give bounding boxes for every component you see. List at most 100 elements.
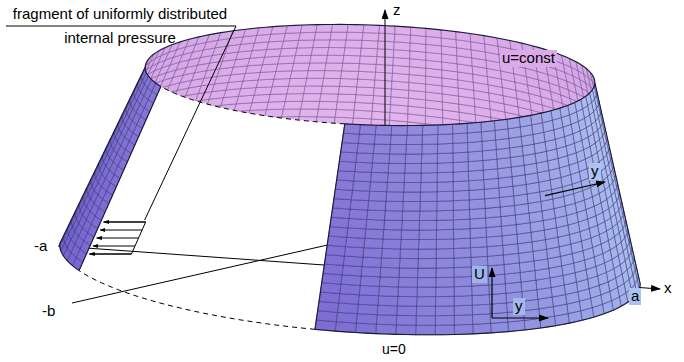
mesh-cell: [390, 135, 407, 145]
mesh-cell: [338, 86, 356, 94]
mesh-cell: [364, 238, 383, 248]
mesh-cell: [265, 186, 286, 194]
mesh-cell: [211, 179, 231, 188]
axes: [58, 10, 660, 303]
mesh-cell: [420, 201, 437, 211]
mesh-cell: [253, 155, 273, 163]
mesh-cell: [331, 208, 350, 219]
mesh-cell: [472, 304, 490, 315]
mesh-cell: [416, 325, 436, 335]
mesh-cell: [250, 102, 268, 110]
mesh-cell: [372, 111, 391, 120]
mesh-cell: [350, 200, 369, 210]
mesh-cell: [278, 124, 297, 132]
mesh-cell: [363, 25, 380, 33]
axis-label: z: [393, 2, 401, 19]
mesh-cell: [206, 142, 225, 151]
mesh-cell: [351, 190, 369, 200]
axis-label: U: [472, 266, 487, 283]
mesh-cell: [341, 275, 361, 286]
mesh-cell: [249, 170, 269, 178]
mesh-cell: [237, 148, 257, 156]
mesh-cell: [398, 277, 417, 287]
mesh-cell: [306, 178, 327, 186]
mesh-cell: [355, 323, 376, 334]
mesh-cell: [233, 163, 253, 171]
mesh-cell: [417, 287, 436, 297]
mesh-cell: [267, 101, 286, 109]
mesh-cell: [368, 201, 386, 211]
mesh-cell: [469, 199, 485, 210]
mesh-cell: [325, 63, 343, 71]
mesh-cell: [495, 129, 509, 140]
mesh-cell: [391, 126, 407, 136]
mesh-cell: [454, 296, 472, 306]
mesh-cell: [485, 207, 501, 218]
mesh-cell: [317, 109, 336, 117]
mesh-cell: [275, 140, 295, 148]
mesh-cell: [436, 248, 454, 258]
mesh-cell: [183, 166, 202, 175]
mesh-cell: [263, 56, 280, 64]
mesh-cell: [362, 33, 379, 41]
mesh-cell: [168, 168, 186, 178]
edge-line: [595, 83, 640, 284]
mesh-cell: [295, 132, 315, 140]
mesh-cell: [421, 154, 437, 164]
mesh-cell: [257, 140, 277, 148]
mesh-cell: [236, 95, 254, 104]
mesh-cell: [354, 102, 373, 111]
mesh-cell: [436, 296, 455, 306]
mesh-cell: [284, 186, 305, 194]
mesh-cell: [483, 159, 498, 170]
mesh-cell: [187, 114, 204, 123]
mesh-cell: [314, 32, 331, 40]
mesh-cell: [265, 49, 282, 57]
mesh-cell: [468, 161, 483, 172]
mesh-cell: [326, 55, 344, 63]
mesh-cell: [496, 138, 510, 149]
mesh-cell: [313, 40, 330, 48]
mesh-cell: [252, 94, 270, 102]
mesh-cell: [315, 124, 335, 132]
mesh-cell: [468, 151, 483, 162]
mesh-cell: [324, 255, 344, 266]
mesh-cell: [225, 133, 244, 142]
mesh-cell: [420, 192, 437, 202]
mesh-cell: [157, 106, 171, 116]
mesh-cell: [422, 144, 438, 154]
mesh-cell: [286, 178, 307, 186]
mesh-cell: [131, 167, 146, 177]
mesh-cell: [372, 103, 390, 112]
mesh-cell: [499, 186, 514, 197]
mesh-cell: [209, 187, 229, 196]
mesh-cell: [436, 277, 454, 287]
mesh-cell: [505, 272, 521, 283]
mesh-cell: [438, 134, 453, 144]
mesh-cell: [316, 311, 337, 322]
mesh-cell: [353, 110, 372, 119]
pressure-arrow: [100, 230, 142, 231]
mesh-cell: [379, 277, 399, 287]
mesh-cell: [436, 229, 453, 239]
mesh-cell: [345, 40, 362, 48]
mesh-cell: [418, 249, 436, 259]
mesh-cell: [287, 86, 305, 94]
mesh-cell: [289, 78, 307, 86]
mesh-cell: [421, 173, 437, 183]
mesh-cell: [331, 24, 348, 32]
mesh-cell: [472, 285, 490, 296]
mesh-cell: [316, 117, 335, 125]
axis-line: [545, 182, 605, 196]
mesh-cell: [193, 136, 211, 145]
mesh-cell: [147, 128, 162, 138]
mesh-cell: [489, 284, 506, 295]
mesh-cell: [503, 253, 519, 264]
mesh-cell: [501, 225, 516, 236]
mesh-cell: [311, 48, 328, 56]
mesh-cell: [357, 79, 375, 88]
mesh-cell: [419, 230, 437, 240]
mesh-cell: [419, 239, 437, 249]
mesh-cell: [360, 276, 380, 286]
mesh-cell: [504, 263, 520, 274]
